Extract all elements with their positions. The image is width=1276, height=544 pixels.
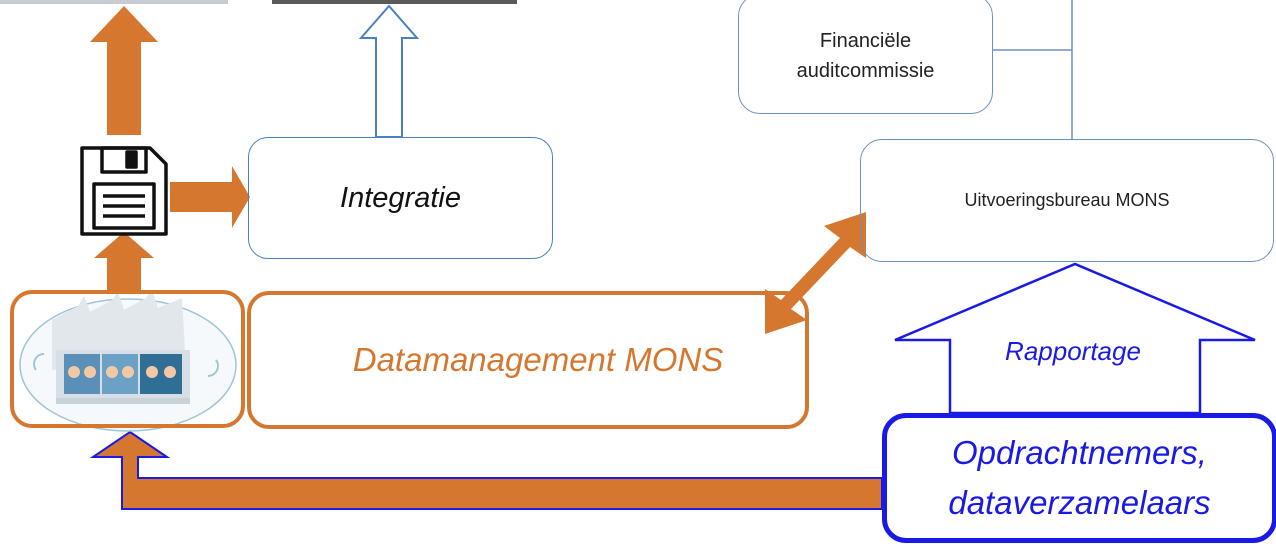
datamanagement-box: Datamanagement MONS <box>247 291 809 429</box>
arrow-up-to-top <box>90 6 158 135</box>
financiele-auditcommissie-box: Financiële auditcommissie <box>738 0 993 114</box>
floppy-disk-icon <box>80 146 168 236</box>
arrow-rapportage <box>894 262 1256 415</box>
photo-strip-left <box>0 0 228 4</box>
opdrachtnemers-box: Opdrachtnemers, dataverzamelaars <box>882 413 1276 543</box>
opdrachtnemers-line1: Opdrachtnemers, <box>952 434 1207 471</box>
factory-illustration <box>19 290 237 432</box>
integratie-label: Integratie <box>340 181 461 214</box>
financiele-auditcommissie-line1: Financiële <box>819 30 912 52</box>
arrow-floppy-to-integratie <box>170 166 250 228</box>
arrow-factory-to-floppy <box>94 232 154 292</box>
arrow-opdrachtnemers-to-factory <box>89 430 883 510</box>
photo-strip-right <box>272 0 517 4</box>
opdrachtnemers-line2: dataverzamelaars <box>948 484 1211 521</box>
org-chart-lines <box>993 0 1073 139</box>
uitvoeringsbureau-label: Uitvoeringsbureau MONS <box>964 190 1170 210</box>
arrow-integratie-up <box>358 4 420 138</box>
integratie-box: Integratie <box>248 137 553 259</box>
financiele-auditcommissie-line2: auditcommissie <box>796 60 935 82</box>
uitvoeringsbureau-box: Uitvoeringsbureau MONS <box>860 139 1274 262</box>
datamanagement-label: Datamanagement MONS <box>352 341 724 378</box>
rapportage-label: Rapportage <box>1005 336 1141 366</box>
factory-box <box>10 290 245 428</box>
